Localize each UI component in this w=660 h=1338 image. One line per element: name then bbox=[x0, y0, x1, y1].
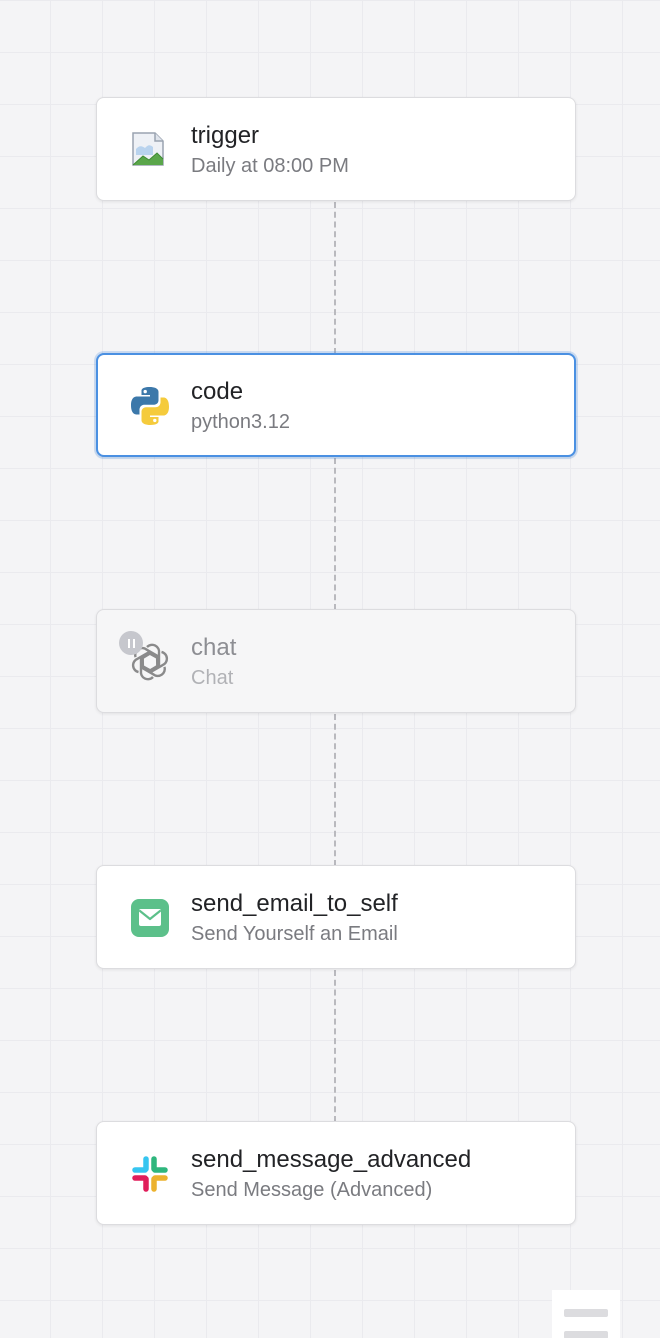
step-subtitle: Send Yourself an Email bbox=[191, 923, 398, 945]
email-icon bbox=[129, 897, 171, 939]
step-node-trigger[interactable]: trigger Daily at 08:00 PM bbox=[96, 97, 576, 201]
minimap[interactable] bbox=[552, 1290, 620, 1338]
step-title: send_email_to_self bbox=[191, 890, 398, 917]
step-title: send_message_advanced bbox=[191, 1146, 472, 1173]
step-node-code[interactable]: code python3.12 bbox=[96, 353, 576, 457]
pause-icon bbox=[119, 631, 143, 655]
step-title: code bbox=[191, 378, 244, 405]
step-node-chat[interactable]: chat Chat bbox=[96, 609, 576, 713]
step-node-send-message[interactable]: send_message_advanced Send Message (Adva… bbox=[96, 1121, 576, 1225]
step-subtitle: Send Message (Advanced) bbox=[191, 1179, 433, 1201]
step-title: chat bbox=[191, 634, 237, 661]
slack-icon bbox=[129, 1153, 171, 1195]
connector-code-chat bbox=[334, 458, 336, 610]
broken-image-icon bbox=[129, 129, 171, 171]
connector-trigger-code bbox=[334, 202, 336, 354]
openai-icon bbox=[119, 631, 171, 683]
step-subtitle: Daily at 08:00 PM bbox=[191, 155, 349, 177]
python-icon bbox=[129, 385, 171, 427]
step-title: trigger bbox=[191, 122, 260, 149]
step-node-send-email[interactable]: send_email_to_self Send Yourself an Emai… bbox=[96, 865, 576, 969]
minimap-node bbox=[564, 1331, 608, 1338]
connector-email-slack bbox=[334, 970, 336, 1122]
step-subtitle: Chat bbox=[191, 667, 234, 689]
minimap-node bbox=[564, 1309, 608, 1317]
connector-chat-email bbox=[334, 714, 336, 866]
step-subtitle: python3.12 bbox=[191, 411, 290, 433]
